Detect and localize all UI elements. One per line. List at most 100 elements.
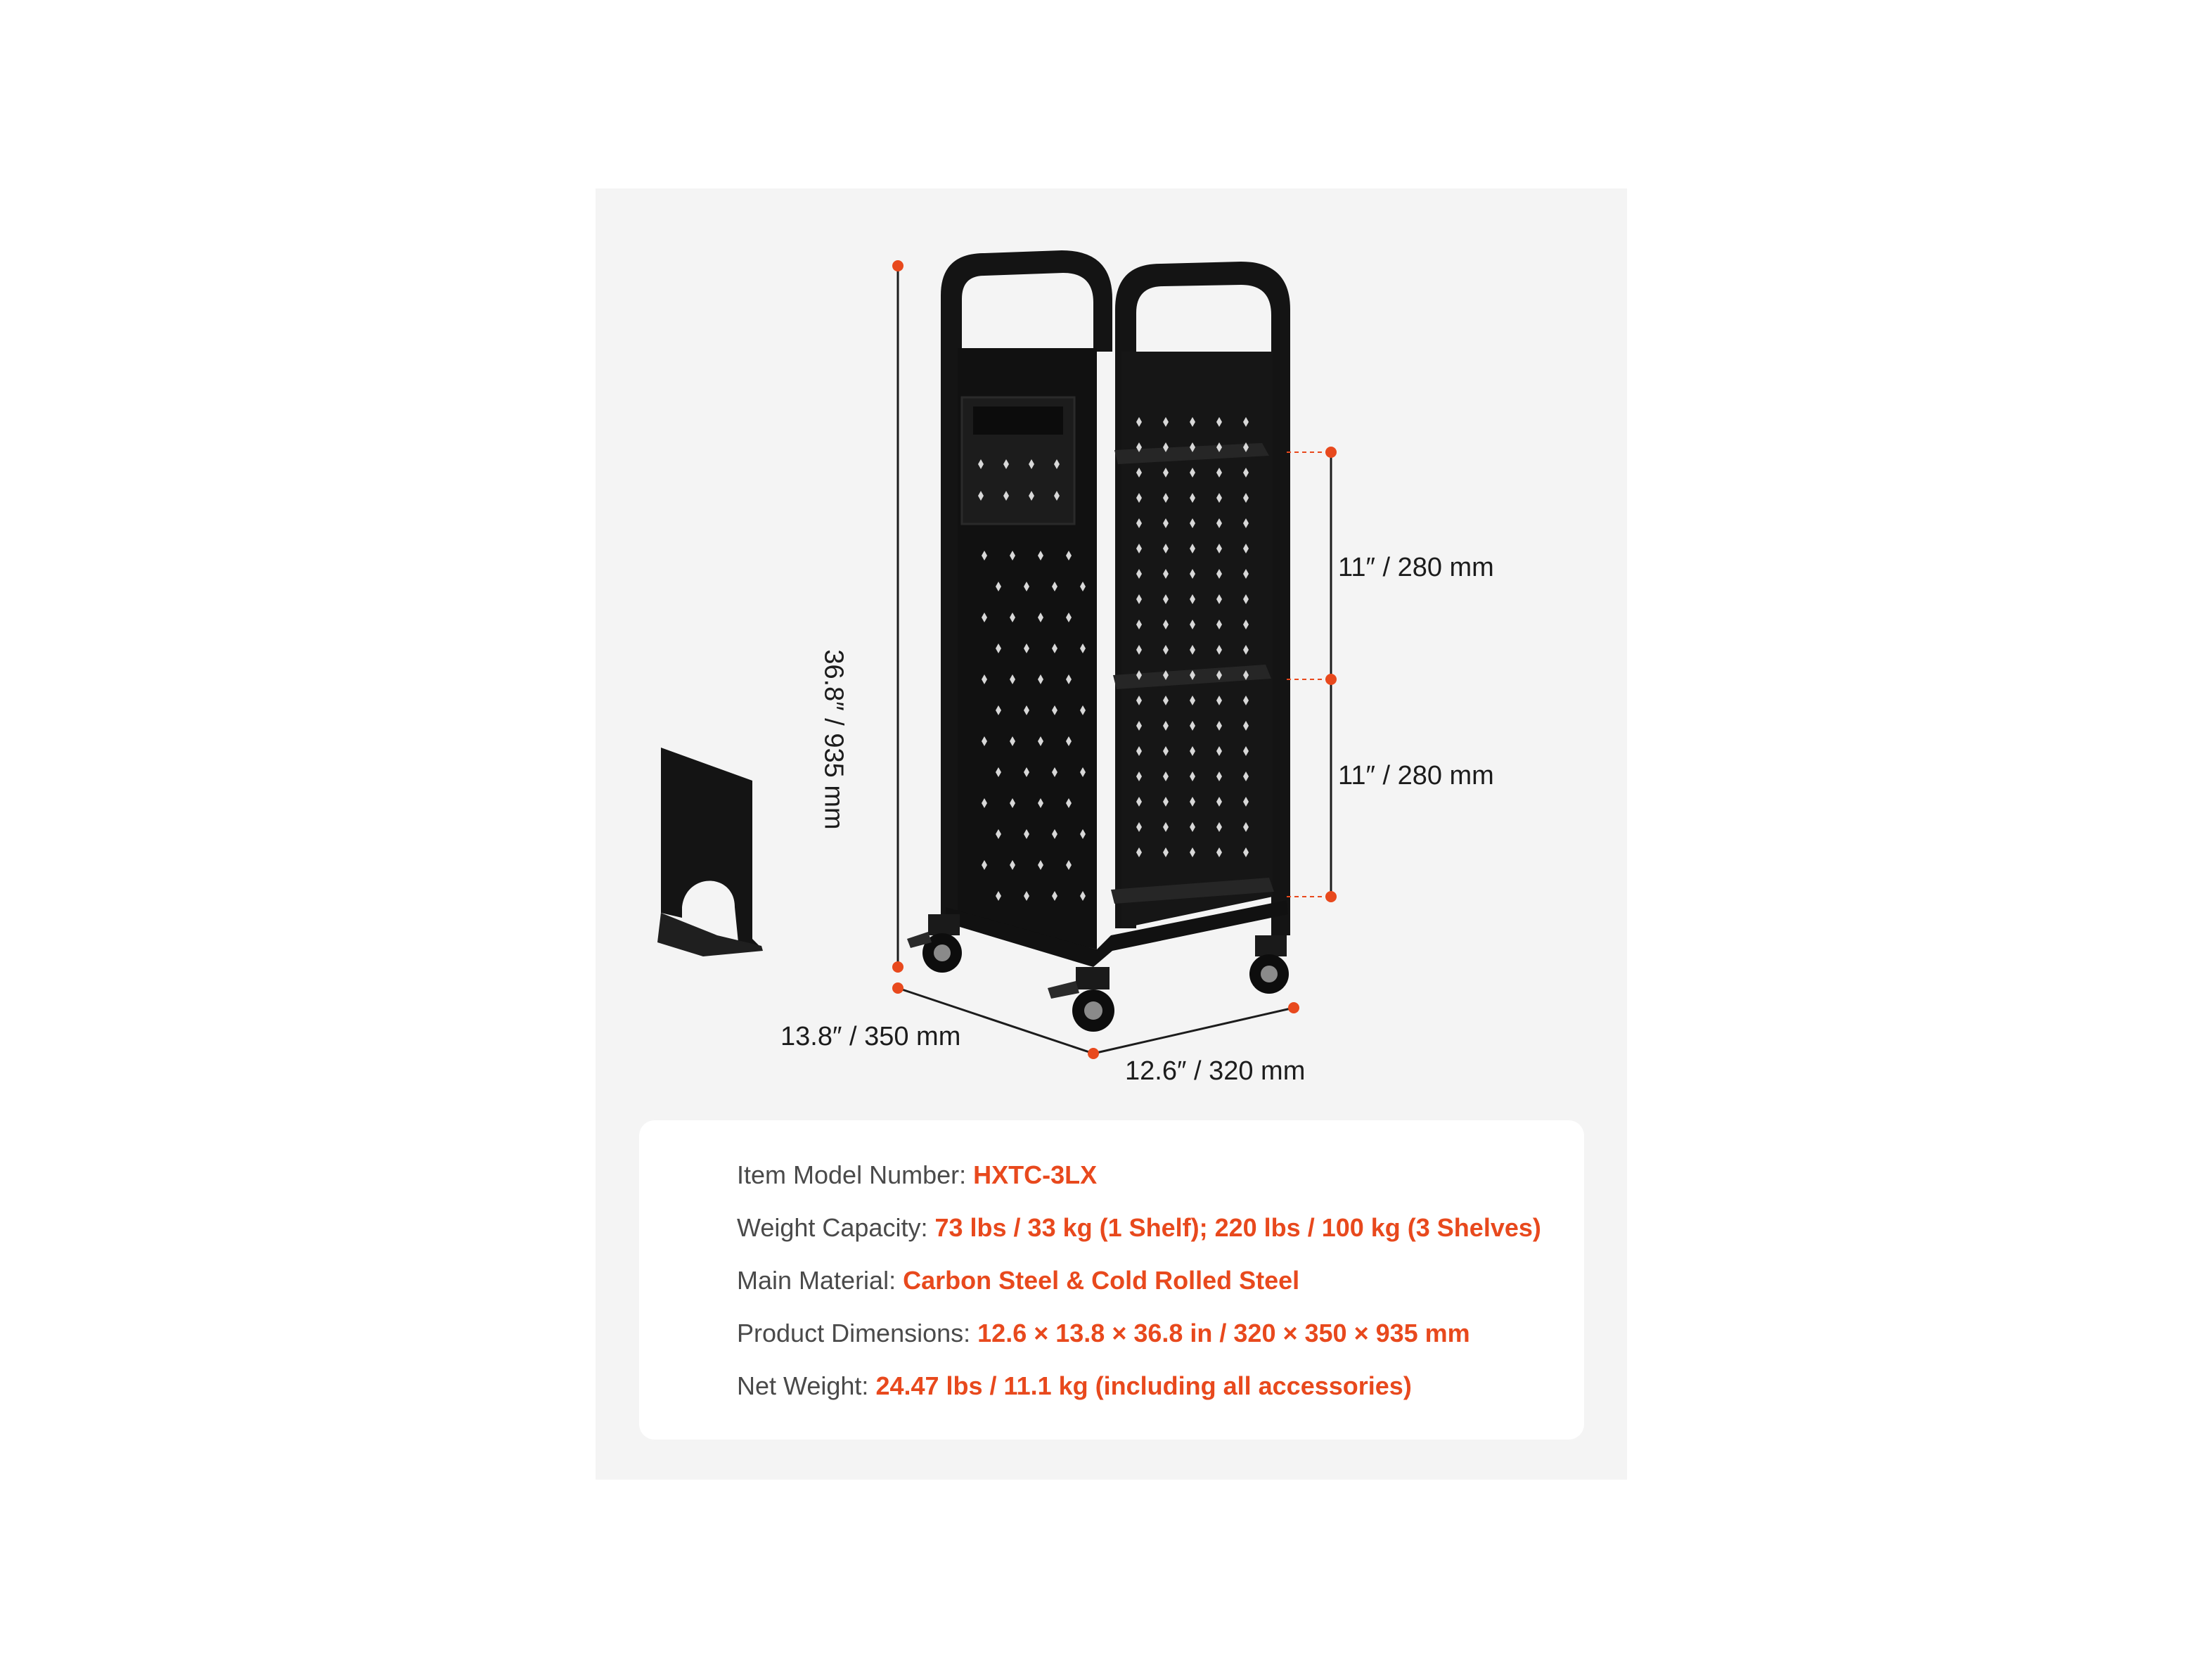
perforation-dot [1243,670,1249,680]
perforation-dot [1054,459,1060,469]
perforation-dot [996,705,1001,715]
perforation-dot [1243,771,1249,781]
perforation-dot [1136,493,1142,503]
perforation-dot [1216,670,1222,680]
perforation-dot [1243,746,1249,756]
perforation-dot [1190,721,1195,731]
perforation-dot [1243,620,1249,629]
perforation-dot [982,613,987,622]
perforation-dot [1136,822,1142,832]
perforation-dot [1136,670,1142,680]
perforation-dot [1136,569,1142,579]
perforation-dot [1136,696,1142,705]
perforation-dot [1190,670,1195,680]
perforation-dot [1136,594,1142,604]
perforation-dot [1163,594,1169,604]
perforation-dot [1136,518,1142,528]
perforation-dot [1190,442,1195,452]
perforation-dot [1024,643,1029,653]
perforation-dot [982,674,987,684]
perforation-dot [1029,491,1034,501]
perforation-dot [1163,417,1169,427]
perforation-dot [1216,746,1222,756]
upper-shelf-gap-label: 11″ / 280 mm [1338,553,1494,582]
perforation-dot [1052,891,1057,901]
perforation-dot [1163,468,1169,478]
perforation-dot [1216,518,1222,528]
perforation-dot [1216,847,1222,857]
depth-dimension-label: 13.8″ / 350 mm [780,1022,961,1051]
perforation-dot [1163,847,1169,857]
width-dimension-label: 12.6″ / 320 mm [1125,1056,1306,1086]
spec-value: 12.6 × 13.8 × 36.8 in / 320 × 350 × 935 … [977,1319,1470,1347]
perforation-dot [982,798,987,808]
perforation-dot [982,736,987,746]
spec-row-dimensions: Product Dimensions: 12.6 × 13.8 × 36.8 i… [737,1319,1470,1348]
perforation-dot [1136,746,1142,756]
perforation-dot [1052,643,1057,653]
specs-card [639,1120,1584,1440]
perforation-dot [1038,736,1043,746]
perforation-dot [1243,847,1249,857]
perforation-dot [1010,798,1015,808]
perforation-dot [996,643,1001,653]
spec-label: Main Material: [737,1266,896,1295]
perforation-dot [1010,674,1015,684]
perforation-dot [1216,442,1222,452]
perforation-dot [1190,771,1195,781]
perforation-dot [1190,645,1195,655]
perforation-dot [1163,544,1169,553]
perforation-dot [1080,829,1086,839]
perforation-dot [1243,645,1249,655]
perforation-dot [1136,847,1142,857]
spec-row-net-weight: Net Weight: 24.47 lbs / 11.1 kg (includi… [737,1371,1412,1401]
perforation-dot [1136,721,1142,731]
perforation-dot [1163,518,1169,528]
perforation-dot [996,891,1001,901]
perforation-dot [1190,696,1195,705]
height-dimension-label: 36.8″ / 935 mm [818,649,849,830]
perforation-dot [1038,613,1043,622]
perforation-dot [1190,569,1195,579]
perforation-dot [1010,860,1015,870]
perforation-dot [1038,860,1043,870]
perforation-dot [1243,569,1249,579]
spec-label: Product Dimensions: [737,1319,971,1347]
perforation-dot [1024,582,1029,591]
spec-label: Weight Capacity: [737,1213,928,1242]
perforation-dot [1010,736,1015,746]
perforation-dot [978,491,984,501]
perforation-dot [1190,797,1195,807]
perforation-dot [1136,468,1142,478]
perforation-dot [1029,459,1034,469]
perforation-dot [1190,746,1195,756]
perforation-dot [1243,518,1249,528]
perforation-dot [1066,674,1072,684]
perforation-dot [1216,493,1222,503]
perforation-dot [1066,551,1072,561]
caster-wheel [1048,967,1114,1032]
perforation-dot [1190,822,1195,832]
perforation-dot [1216,569,1222,579]
perforation-dot [1080,705,1086,715]
perforation-dot [1136,645,1142,655]
perforation-dot [1216,544,1222,553]
perforation-dot [1038,674,1043,684]
perforation-dot [1136,771,1142,781]
perforation-dot [1190,417,1195,427]
spec-label: Net Weight: [737,1371,869,1400]
perforation-dot [1052,829,1057,839]
perforation-dot [1243,822,1249,832]
perforation-dot [1038,551,1043,561]
perforation-dot [1024,891,1029,901]
perforation-dot [1163,645,1169,655]
perforation-dot [1243,442,1249,452]
perforation-dot [1243,493,1249,503]
perforation-dot [1163,797,1169,807]
perforation-dot [1052,582,1057,591]
perforation-dot [982,551,987,561]
perforation-dot [1243,797,1249,807]
perforation-dot [1024,829,1029,839]
spec-row-model: Item Model Number: HXTC-3LX [737,1160,1097,1190]
